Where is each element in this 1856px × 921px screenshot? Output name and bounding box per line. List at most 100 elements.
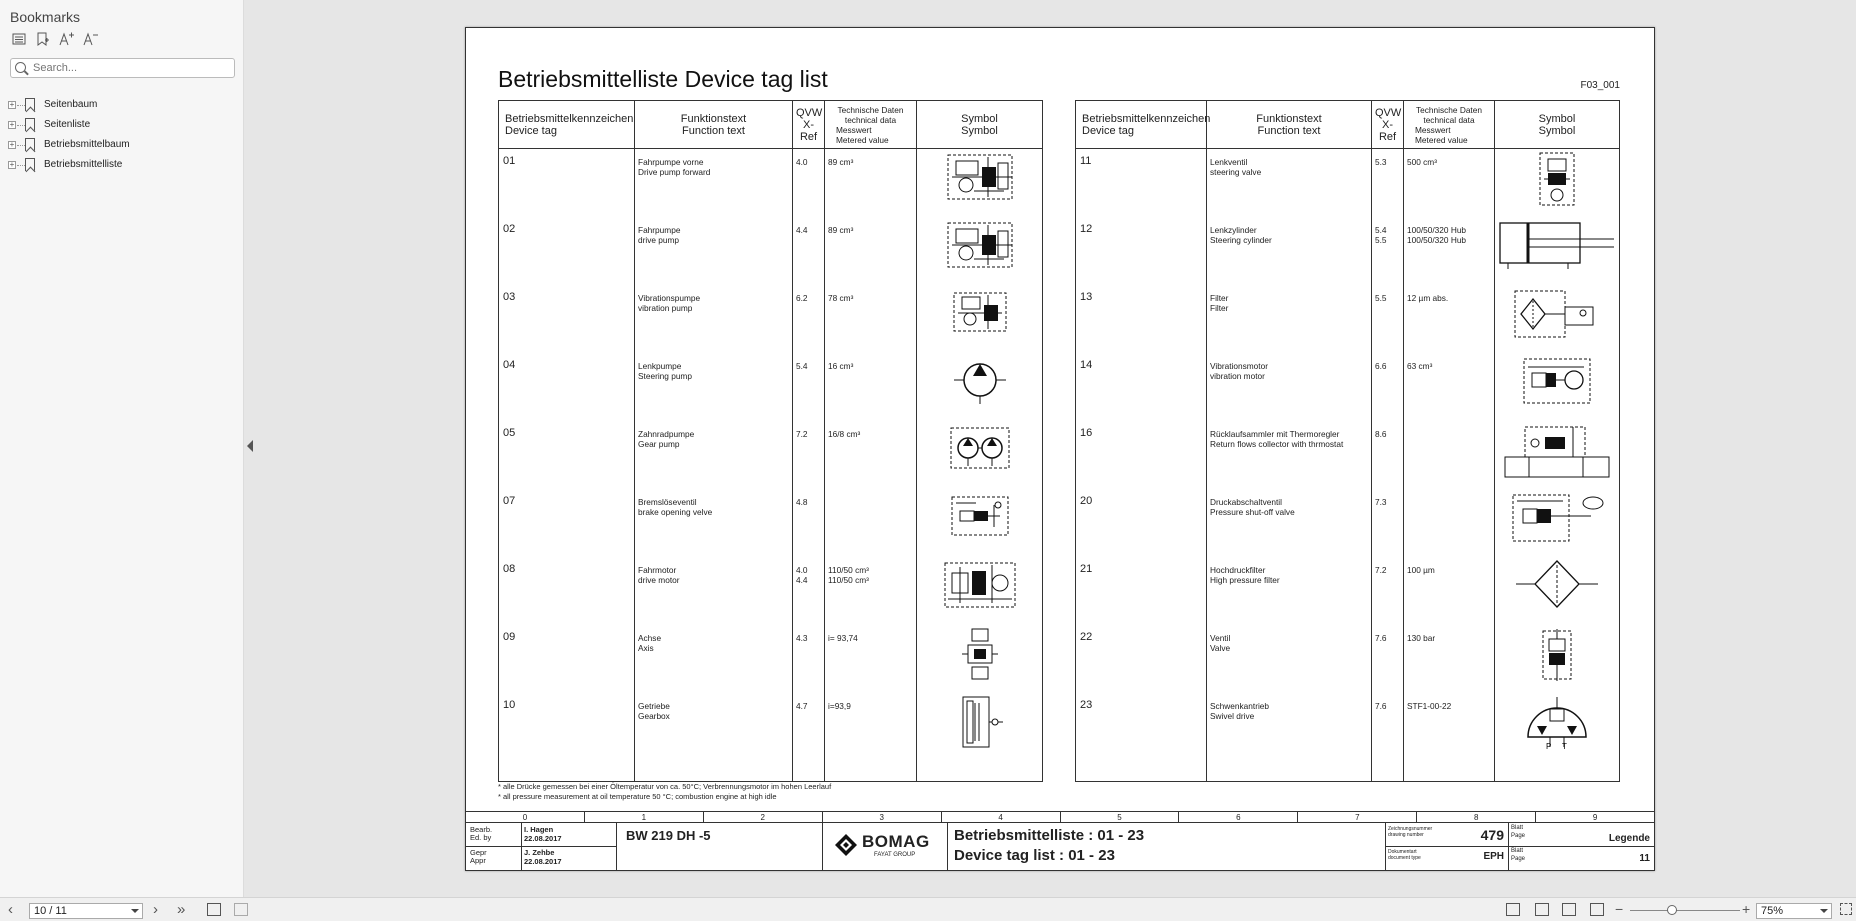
technical-value: i=93,9	[824, 692, 917, 761]
next-page-icon[interactable]: ›	[153, 901, 158, 918]
two-page-view-icon[interactable]	[1562, 903, 1576, 916]
device-tag: 23	[1075, 692, 1207, 761]
device-tag: 05	[498, 420, 635, 489]
zoom-slider[interactable]	[1630, 905, 1740, 915]
valve-symbol	[1494, 624, 1620, 693]
gear-pump-symbol	[916, 420, 1043, 489]
bearb-label: Bearb.	[470, 825, 493, 834]
editor-date: 22.08.2017	[524, 834, 562, 843]
last-page-icon[interactable]: »	[177, 901, 186, 918]
footnote: * alle Drücke gemessen bei einer Öltempe…	[498, 782, 831, 801]
expand-icon[interactable]: +	[8, 100, 16, 109]
grid-view-icon[interactable]	[1590, 903, 1604, 916]
continuous-view-icon[interactable]	[1535, 903, 1549, 916]
return-collector-symbol	[1494, 420, 1620, 489]
editor-name: I. Hagen	[524, 825, 554, 834]
expand-icon[interactable]: +	[8, 120, 16, 129]
bookmark-icon	[25, 118, 35, 131]
expand-icon[interactable]: +	[8, 160, 16, 169]
bookmark-item-betriebsmittelliste[interactable]: + Betriebsmittelliste	[8, 157, 238, 173]
bookmark-icon	[25, 158, 35, 171]
previous-page-icon[interactable]: ‹	[8, 901, 13, 918]
sheet-name: Legende	[1608, 833, 1650, 844]
increase-font-icon[interactable]	[58, 32, 76, 50]
drawing-number-label-en: drawing number	[1388, 832, 1424, 838]
bookmark-item-seitenbaum[interactable]: + Seitenbaum	[8, 97, 238, 113]
svg-text:P: P	[1546, 742, 1551, 751]
expand-icon[interactable]: +	[8, 140, 16, 149]
chevron-down-icon	[1820, 909, 1828, 913]
extract-page-icon[interactable]	[234, 903, 248, 916]
device-tag: 11	[1075, 148, 1207, 217]
device-tag: 01	[498, 148, 635, 217]
drive-motor-symbol	[916, 556, 1043, 625]
bookmark-search-input[interactable]	[33, 60, 231, 76]
bookmark-label: Betriebsmittelliste	[44, 159, 123, 170]
add-bookmark-icon[interactable]	[34, 32, 52, 50]
collapse-panel-icon[interactable]	[247, 440, 253, 452]
qvw-ref: 8.6	[1371, 420, 1404, 489]
device-tag: 14	[1075, 352, 1207, 421]
cylinder-symbol	[1494, 216, 1620, 285]
technical-value: 89 cm³	[824, 216, 917, 285]
document-type-label: Dokumentart	[1388, 849, 1417, 855]
zoom-selector[interactable]: 75%	[1756, 903, 1832, 919]
technical-value: 12 µm abs.	[1403, 284, 1495, 353]
drawing-number: 479	[1480, 827, 1504, 843]
technical-value	[1403, 420, 1495, 489]
device-tag: 12	[1075, 216, 1207, 285]
rotate-page-icon[interactable]	[207, 903, 221, 916]
bookmark-item-seitenliste[interactable]: + Seitenliste	[8, 117, 238, 133]
technical-value: 500 cm³	[1403, 148, 1495, 217]
qvw-ref: 7.2	[792, 420, 825, 489]
page-selector[interactable]: 10 / 11	[29, 903, 143, 919]
technical-value: STF1-00-22	[1403, 692, 1495, 761]
search-icon	[15, 62, 26, 73]
document-type-label-en: document type	[1388, 855, 1421, 861]
gearbox-symbol	[916, 692, 1043, 761]
zoom-out-icon[interactable]: −	[1615, 901, 1624, 917]
filter-symbol	[1494, 284, 1620, 353]
single-page-view-icon[interactable]	[1506, 903, 1520, 916]
edby-label: Ed. by	[470, 833, 492, 842]
bookmark-search-box[interactable]	[10, 58, 235, 78]
model-name: BW 219 DH -5	[626, 828, 711, 843]
device-tag: 02	[498, 216, 635, 285]
bookmark-label: Betriebsmittelbaum	[44, 139, 130, 150]
zoom-slider-thumb[interactable]	[1666, 905, 1677, 915]
brand-name: BOMAG	[862, 832, 930, 851]
fullscreen-icon[interactable]	[1840, 903, 1852, 915]
zoom-in-icon[interactable]: +	[1742, 901, 1751, 917]
technical-value: 16/8 cm³	[824, 420, 917, 489]
bookmark-list-icon[interactable]	[10, 32, 28, 50]
technical-value	[1403, 488, 1495, 557]
document-page: Betriebsmittelliste Device tag list F03_…	[465, 27, 1655, 871]
bookmark-item-betriebsmittelbaum[interactable]: + Betriebsmittelbaum	[8, 137, 238, 153]
brand-subtitle: FAYAT GROUP	[874, 852, 916, 858]
decrease-font-icon[interactable]	[82, 32, 100, 50]
device-tag: 16	[1075, 420, 1207, 489]
document-type: EPH	[1483, 851, 1504, 862]
